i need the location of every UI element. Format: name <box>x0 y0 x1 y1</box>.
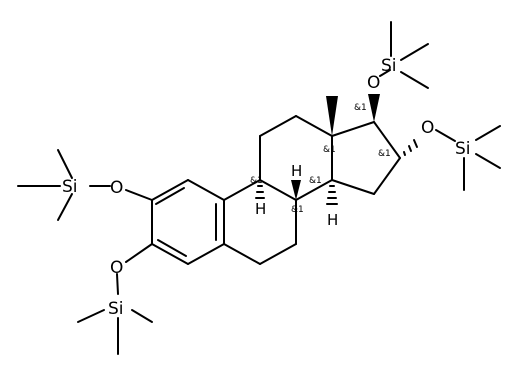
atom-o-top: O <box>367 73 380 93</box>
bond-c14-c8 <box>295 179 333 201</box>
atom-si-bottom: Si <box>108 299 124 319</box>
bond-c17-c16 <box>373 121 401 159</box>
bond-c13-methyl-wedge <box>326 96 338 136</box>
bond-c16-o-hash <box>403 139 418 156</box>
bond-si-right-me1 <box>475 125 501 141</box>
bond-c17-o-wedge <box>368 94 380 122</box>
bond-c14-h-hash <box>326 185 338 205</box>
atom-h-c8: H <box>291 162 302 180</box>
bond-c3-c4 <box>151 243 189 265</box>
bond-oright-si <box>435 129 456 142</box>
bond-c8-h-wedge <box>291 180 301 200</box>
bond-c9-h-hash <box>255 185 265 199</box>
atom-o-left: O <box>110 178 123 198</box>
bonds <box>17 21 501 355</box>
stereo-label-c16: &1 <box>378 149 391 159</box>
bond-si-left-me3 <box>57 193 73 221</box>
atom-si-right: Si <box>455 139 471 159</box>
atom-si-left: Si <box>62 177 78 197</box>
bond-c11-c12 <box>259 115 297 137</box>
stereo-label-c13: &1 <box>323 145 336 155</box>
atom-h-c14: H <box>327 211 338 229</box>
bond-si-top-me2 <box>400 43 429 61</box>
bond-c12-c13 <box>295 115 333 137</box>
atom-o-bottom: O <box>110 258 123 278</box>
bond-c3-c4-inner <box>157 239 187 257</box>
bond-c5-c6 <box>223 243 261 265</box>
bond-c3-obottom <box>125 243 153 263</box>
bond-si-right-me2 <box>475 153 501 169</box>
stereo-label-c9: &1 <box>250 176 263 186</box>
bond-si-left-me1 <box>57 149 73 179</box>
bond-c1-c2 <box>151 179 189 201</box>
bond-si-bottom-me1 <box>77 309 105 323</box>
stereo-label-c17: &1 <box>354 103 367 113</box>
bond-c6-c7 <box>259 243 297 265</box>
bond-c1-c2-inner <box>155 187 185 205</box>
stereo-label-c8: &1 <box>291 205 304 215</box>
bond-c9-c10 <box>223 179 261 201</box>
atom-labels: Si O O Si Si O O Si H H H <box>62 56 471 319</box>
atom-si-topright: Si <box>381 56 397 76</box>
bond-c16-c15 <box>373 157 401 195</box>
bond-c13-c17 <box>331 121 375 137</box>
atom-o-right: O <box>421 118 434 138</box>
bond-c8-c9 <box>259 179 297 201</box>
bond-c2-oleft <box>125 189 153 201</box>
stereo-label-c14: &1 <box>309 176 322 186</box>
stereo-labels: &1 &1 &1 &1 &1 &1 <box>250 103 391 215</box>
atom-h-c9: H <box>255 200 266 218</box>
bond-si-top-me3 <box>400 71 429 89</box>
bond-c10-c1 <box>187 179 225 201</box>
bond-si-bottom-me3 <box>131 309 153 323</box>
bond-c15-c14 <box>331 179 375 195</box>
bond-c4-c5 <box>187 243 225 265</box>
bond-obottom-si <box>116 273 119 295</box>
bond-otop-si <box>379 69 391 77</box>
